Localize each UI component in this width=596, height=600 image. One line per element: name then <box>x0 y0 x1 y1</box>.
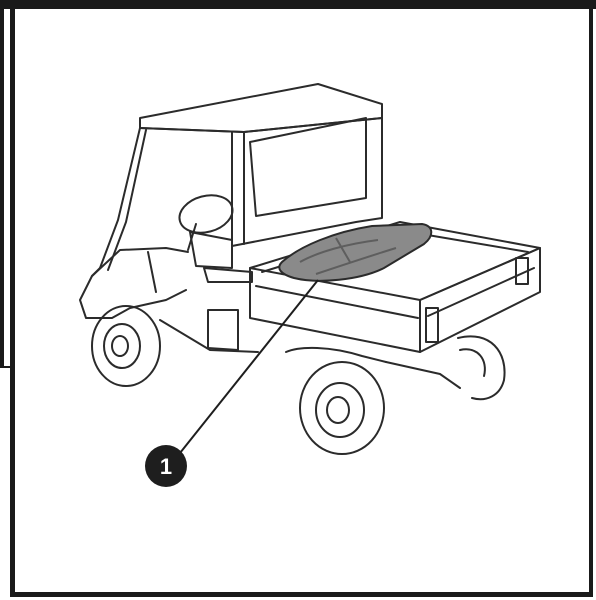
front-wheel-hub <box>111 335 129 357</box>
cargo-bed-side <box>249 267 421 353</box>
rear-window <box>249 117 367 217</box>
steering-wheel <box>178 194 234 234</box>
vehicle-line-art <box>79 83 541 455</box>
storage-tray-cross-divider <box>335 237 351 263</box>
front-canopy-post-inner <box>107 129 147 271</box>
rear-wheel-hub <box>326 396 350 424</box>
far-rear-wheel <box>457 335 506 401</box>
storage-tray <box>278 222 433 282</box>
seat-cushion <box>203 267 253 283</box>
callout-1-circle <box>145 445 187 487</box>
chassis-side <box>159 319 259 353</box>
storage-tray-body <box>278 222 433 282</box>
tailgate-latch <box>425 307 439 343</box>
left-edge-bar <box>0 0 4 368</box>
cargo-bed-tailgate <box>419 247 541 353</box>
cargo-bed-side-rib <box>255 285 419 319</box>
front-wheel-rim <box>103 323 141 369</box>
callout-1: 1 <box>145 445 187 487</box>
dash-side <box>147 251 157 293</box>
left-edge-tick <box>0 366 12 368</box>
battery-box <box>207 309 239 351</box>
top-border-bar <box>0 0 596 9</box>
storage-tray-divider-upper <box>299 239 379 263</box>
front-canopy-post <box>99 127 141 269</box>
front-fender <box>79 267 187 319</box>
steering-column <box>187 223 197 251</box>
callout-1-number: 1 <box>160 454 172 479</box>
seat-back <box>189 231 233 269</box>
storage-tray-divider-lower <box>315 247 397 275</box>
callout-leader-line <box>175 279 319 459</box>
rear-wheel-tire <box>299 361 385 455</box>
hood <box>91 247 189 277</box>
front-wheel-tire <box>91 305 161 387</box>
tailgate-hinge <box>515 257 529 285</box>
rear-wheel-rim <box>315 382 365 438</box>
rear-suspension <box>385 361 461 389</box>
far-rear-wheel-rim <box>459 348 486 377</box>
rear-fender <box>285 346 387 363</box>
